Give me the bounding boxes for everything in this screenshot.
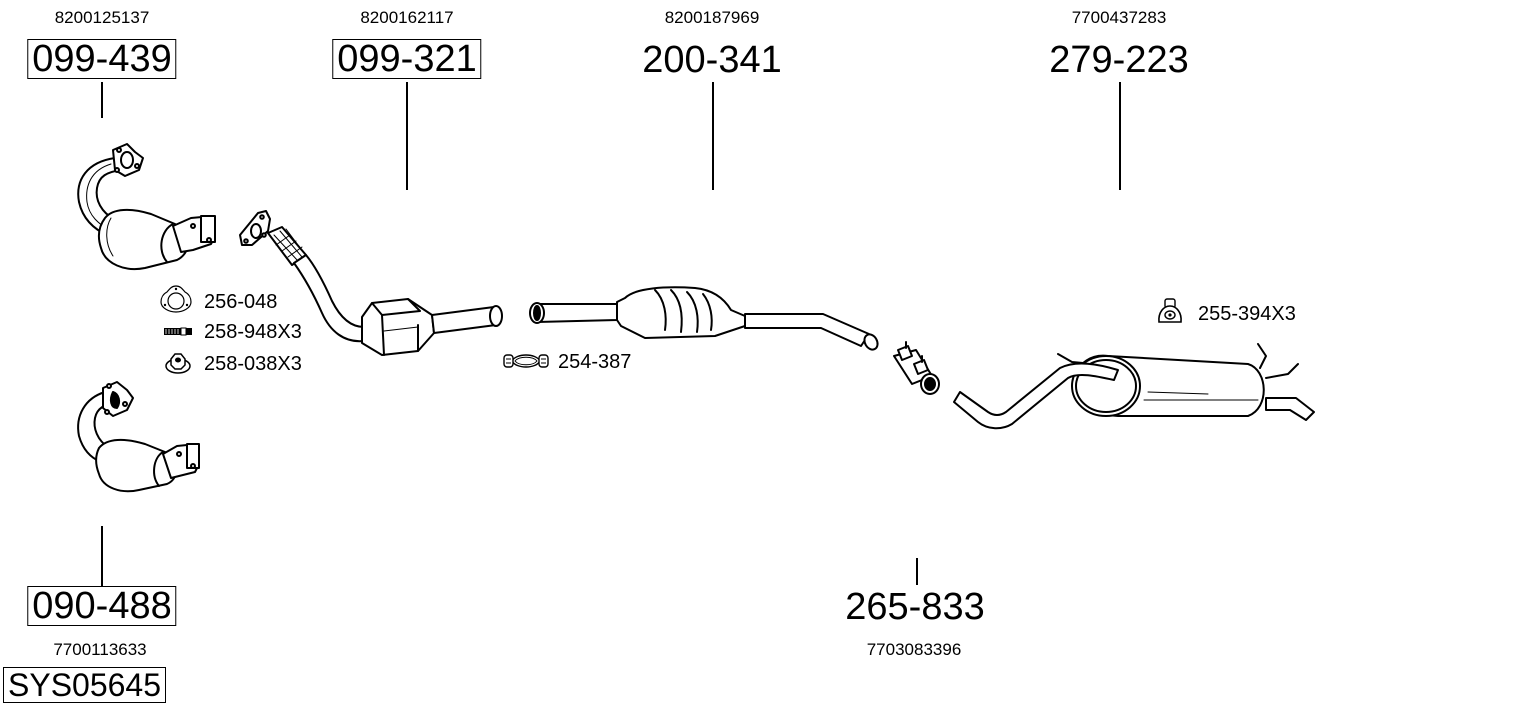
oem-number-265-833: 7703083396 xyxy=(866,640,962,659)
gasket-icon xyxy=(159,284,193,314)
leader-line-200-341 xyxy=(712,82,714,190)
oem-number-200-341: 8200187969 xyxy=(664,8,760,27)
part-number-265-833[interactable]: 265-833 xyxy=(845,586,985,628)
pipe-connector-265-833-illustration[interactable] xyxy=(888,340,948,398)
system-code-box: SYS05645 xyxy=(3,667,167,703)
accessory-label-255-394X3: 255-394X3 xyxy=(1198,303,1296,325)
rear-silencer-279-223-illustration[interactable] xyxy=(948,340,1323,440)
leader-line-265-833 xyxy=(916,558,918,585)
part-number-099-321[interactable]: 099-321 xyxy=(332,39,482,79)
part-number-279-223[interactable]: 279-223 xyxy=(1049,39,1189,81)
catalytic-converter-099-321-illustration[interactable] xyxy=(232,205,517,365)
leader-line-099-321 xyxy=(406,82,408,190)
accessory-label-254-387: 254-387 xyxy=(558,351,632,373)
oem-number-099-321: 8200162117 xyxy=(360,8,454,27)
oem-number-099-439: 8200125137 xyxy=(54,8,150,27)
bolt-icon xyxy=(164,326,192,336)
accessory-258-038X3[interactable]: 258-038X3 xyxy=(165,349,315,377)
leader-line-099-439 xyxy=(101,82,103,118)
part-number-200-341[interactable]: 200-341 xyxy=(642,39,782,81)
leader-line-279-223 xyxy=(1119,82,1121,190)
oem-number-090-488: 7700113633 xyxy=(53,640,147,659)
nut-icon xyxy=(165,351,191,375)
accessory-256-048[interactable]: 256-048 xyxy=(159,284,299,313)
clamp-icon xyxy=(502,350,550,372)
oem-number-279-223: 7700437283 xyxy=(1071,8,1167,27)
catalytic-converter-090-488-illustration[interactable] xyxy=(65,378,215,498)
part-number-090-488[interactable]: 090-488 xyxy=(27,586,177,626)
accessory-label-258-948X3: 258-948X3 xyxy=(204,321,302,343)
accessory-255-394X3[interactable]: 255-394X3 xyxy=(1156,296,1316,326)
part-number-099-439[interactable]: 099-439 xyxy=(27,39,177,79)
catalytic-converter-099-439-illustration[interactable] xyxy=(65,140,235,280)
rubber-mount-icon xyxy=(1156,296,1186,326)
accessory-254-387[interactable]: 254-387 xyxy=(502,348,642,374)
leader-line-090-488 xyxy=(101,526,103,586)
accessory-label-258-038X3: 258-038X3 xyxy=(204,353,302,375)
center-catalytic-converter-200-341-illustration[interactable] xyxy=(525,280,895,355)
accessory-label-256-048: 256-048 xyxy=(204,291,278,313)
accessory-258-948X3[interactable]: 258-948X3 xyxy=(163,318,313,343)
